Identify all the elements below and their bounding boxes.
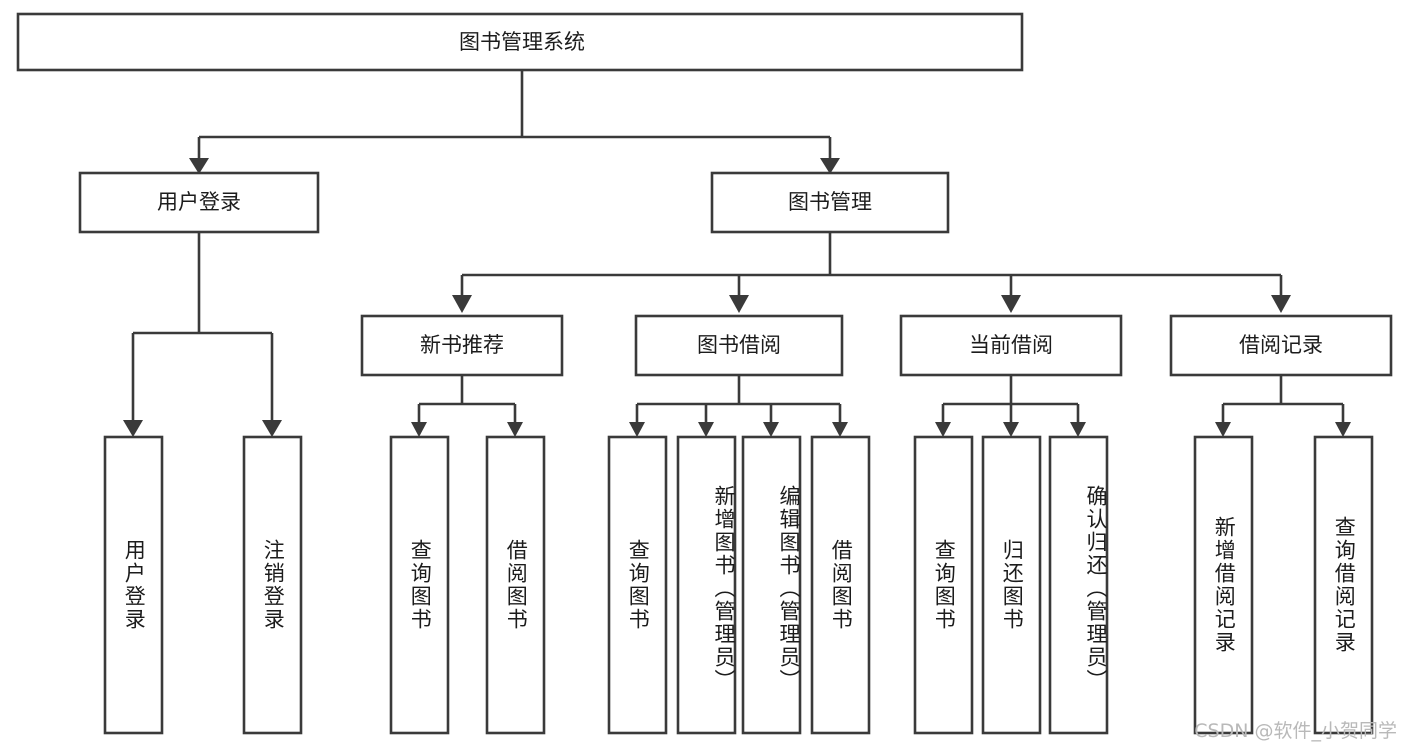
arrow-head-leaf-query-book-2 xyxy=(629,422,645,437)
node-borrow-record-box[interactable] xyxy=(1169,314,1393,377)
node-user-login-box[interactable] xyxy=(78,171,320,234)
connector-book-manage-to-level3 xyxy=(452,232,1291,313)
node-leaf-confirm-return-admin-box[interactable] xyxy=(1048,435,1109,735)
arrow-head-book-borrow xyxy=(729,295,749,313)
node-root[interactable]: 图书管理系统 xyxy=(16,12,1024,72)
arrow-head-leaf-return-book xyxy=(1003,422,1019,437)
node-leaf-borrow-book-2-box[interactable] xyxy=(810,435,871,735)
node-leaf-user-login-box[interactable] xyxy=(103,435,164,735)
node-user-login[interactable]: 用户登录 xyxy=(78,171,320,234)
arrow-head-leaf-add-book-admin xyxy=(698,422,714,437)
arrow-head-leaf-confirm-return-admin xyxy=(1070,422,1086,437)
arrow-head-leaf-query-book-3 xyxy=(935,422,951,437)
connector-new-book-recommend-to-leaves xyxy=(411,375,523,437)
node-book-manage-label: 图书管理 xyxy=(788,190,872,214)
arrow-head-leaf-borrow-book-2 xyxy=(832,422,848,437)
node-leaf-add-borrow-record-box[interactable] xyxy=(1193,435,1254,735)
node-book-borrow[interactable]: 图书借阅 xyxy=(634,314,844,377)
arrow-head-leaf-add-borrow-record xyxy=(1215,422,1231,437)
node-borrow-record[interactable]: 借阅记录 xyxy=(1169,314,1393,377)
node-leaf-add-book-admin-box[interactable] xyxy=(676,435,737,735)
node-leaf-edit-book-admin-box[interactable] xyxy=(741,435,802,735)
arrow-head-leaf-edit-book-admin xyxy=(763,422,779,437)
arrow-head-book-manage xyxy=(820,158,840,174)
connector-user-login-to-leaves xyxy=(123,232,282,437)
node-book-manage[interactable]: 图书管理 xyxy=(710,171,950,234)
connector-root-to-level2 xyxy=(189,70,840,174)
node-book-borrow-label: 图书借阅 xyxy=(697,333,781,357)
arrow-head-leaf-query-book-1 xyxy=(411,422,427,437)
node-leaf-query-book-3-box[interactable] xyxy=(913,435,974,735)
node-new-book-recommend[interactable]: 新书推荐 xyxy=(360,314,564,377)
node-leaf-query-book-2-box[interactable] xyxy=(607,435,668,735)
arrow-head-current-borrow xyxy=(1001,295,1021,313)
node-borrow-record-label: 借阅记录 xyxy=(1239,333,1323,357)
node-book-manage-box[interactable] xyxy=(710,171,950,234)
node-current-borrow-box[interactable] xyxy=(899,314,1123,377)
node-leaf-return-book-box[interactable] xyxy=(981,435,1042,735)
connector-borrow-record-to-leaves xyxy=(1215,375,1351,437)
arrow-head-new-book-recommend xyxy=(452,295,472,313)
arrow-head-borrow-record xyxy=(1271,295,1291,313)
node-leaf-logout-login-box[interactable] xyxy=(242,435,303,735)
arrow-head-leaf-borrow-book-1 xyxy=(507,422,523,437)
node-root-box[interactable] xyxy=(16,12,1024,72)
node-leaf-borrow-book-1-box[interactable] xyxy=(485,435,546,735)
arrow-head-leaf-user-login xyxy=(123,420,143,437)
node-leaf-query-book-1-box[interactable] xyxy=(389,435,450,735)
watermark-label: CSDN @软件_小贺同学 xyxy=(1194,720,1397,742)
arrow-head-leaf-query-borrow-record xyxy=(1335,422,1351,437)
node-new-book-recommend-label: 新书推荐 xyxy=(420,333,504,357)
node-current-borrow[interactable]: 当前借阅 xyxy=(899,314,1123,377)
node-new-book-recommend-box[interactable] xyxy=(360,314,564,377)
arrow-head-leaf-logout-login xyxy=(262,420,282,437)
node-book-borrow-box[interactable] xyxy=(634,314,844,377)
node-current-borrow-label: 当前借阅 xyxy=(969,333,1053,357)
connector-current-borrow-to-leaves xyxy=(935,375,1086,437)
node-user-login-label: 用户登录 xyxy=(157,190,241,214)
connector-book-borrow-to-leaves xyxy=(629,375,848,437)
node-root-label: 图书管理系统 xyxy=(459,30,585,54)
node-leaf-query-borrow-record-box[interactable] xyxy=(1313,435,1374,735)
arrow-head-user-login xyxy=(189,158,209,174)
